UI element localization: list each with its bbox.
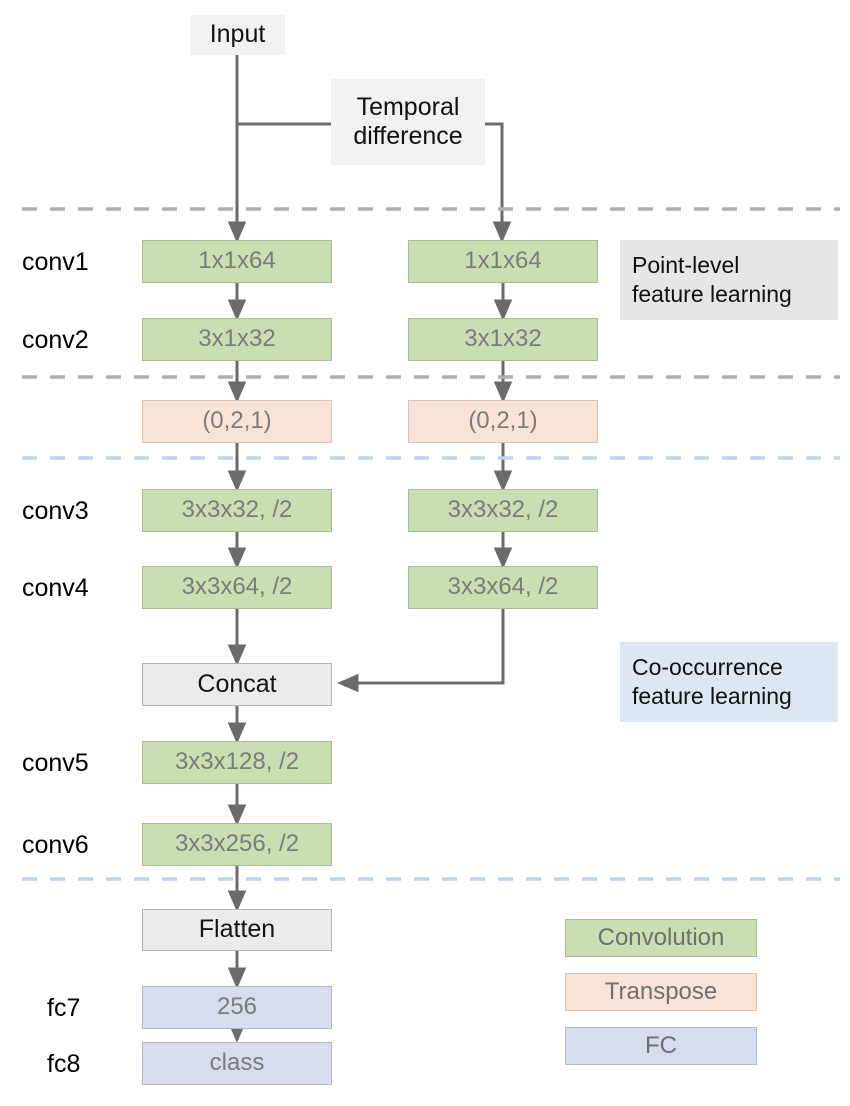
node-transpose-right[interactable]: (0,2,1): [408, 400, 598, 443]
node-temporal-difference[interactable]: Temporal difference: [331, 79, 485, 165]
stage-label-conv2: conv2: [22, 326, 89, 354]
stage-label-fc8: fc8: [47, 1050, 81, 1078]
legend-fc: FC: [565, 1027, 757, 1065]
stage-label-conv3: conv3: [22, 497, 89, 525]
annotation-point-level: Point-level feature learning: [620, 240, 838, 320]
stage-label-conv4: conv4: [22, 574, 89, 602]
node-fc7[interactable]: 256: [142, 986, 332, 1029]
node-conv4-left[interactable]: 3x3x64, /2: [142, 566, 332, 609]
stage-label-fc7: fc7: [47, 994, 81, 1022]
node-conv2-left[interactable]: 3x1x32: [142, 318, 332, 361]
node-flatten[interactable]: Flatten: [142, 909, 332, 951]
node-conv2-right[interactable]: 3x1x32: [408, 318, 598, 361]
stage-label-conv1: conv1: [22, 248, 89, 276]
node-fc8[interactable]: class: [142, 1042, 332, 1085]
legend-convolution: Convolution: [565, 919, 757, 957]
node-input[interactable]: Input: [190, 15, 285, 55]
node-conv3-right[interactable]: 3x3x32, /2: [408, 489, 598, 532]
stage-label-conv6: conv6: [22, 831, 89, 859]
legend-transpose: Transpose: [565, 973, 757, 1011]
annotation-co-occurrence: Co-occurrence feature learning: [620, 642, 838, 722]
stage-label-conv5: conv5: [22, 749, 89, 777]
node-conv5[interactable]: 3x3x128, /2: [142, 741, 332, 784]
node-conv1-right[interactable]: 1x1x64: [408, 240, 598, 283]
node-conv6[interactable]: 3x3x256, /2: [142, 823, 332, 866]
node-conv3-left[interactable]: 3x3x32, /2: [142, 489, 332, 532]
node-conv1-left[interactable]: 1x1x64: [142, 240, 332, 283]
node-concat[interactable]: Concat: [142, 663, 332, 706]
node-transpose-left[interactable]: (0,2,1): [142, 400, 332, 443]
node-conv4-right[interactable]: 3x3x64, /2: [408, 566, 598, 609]
